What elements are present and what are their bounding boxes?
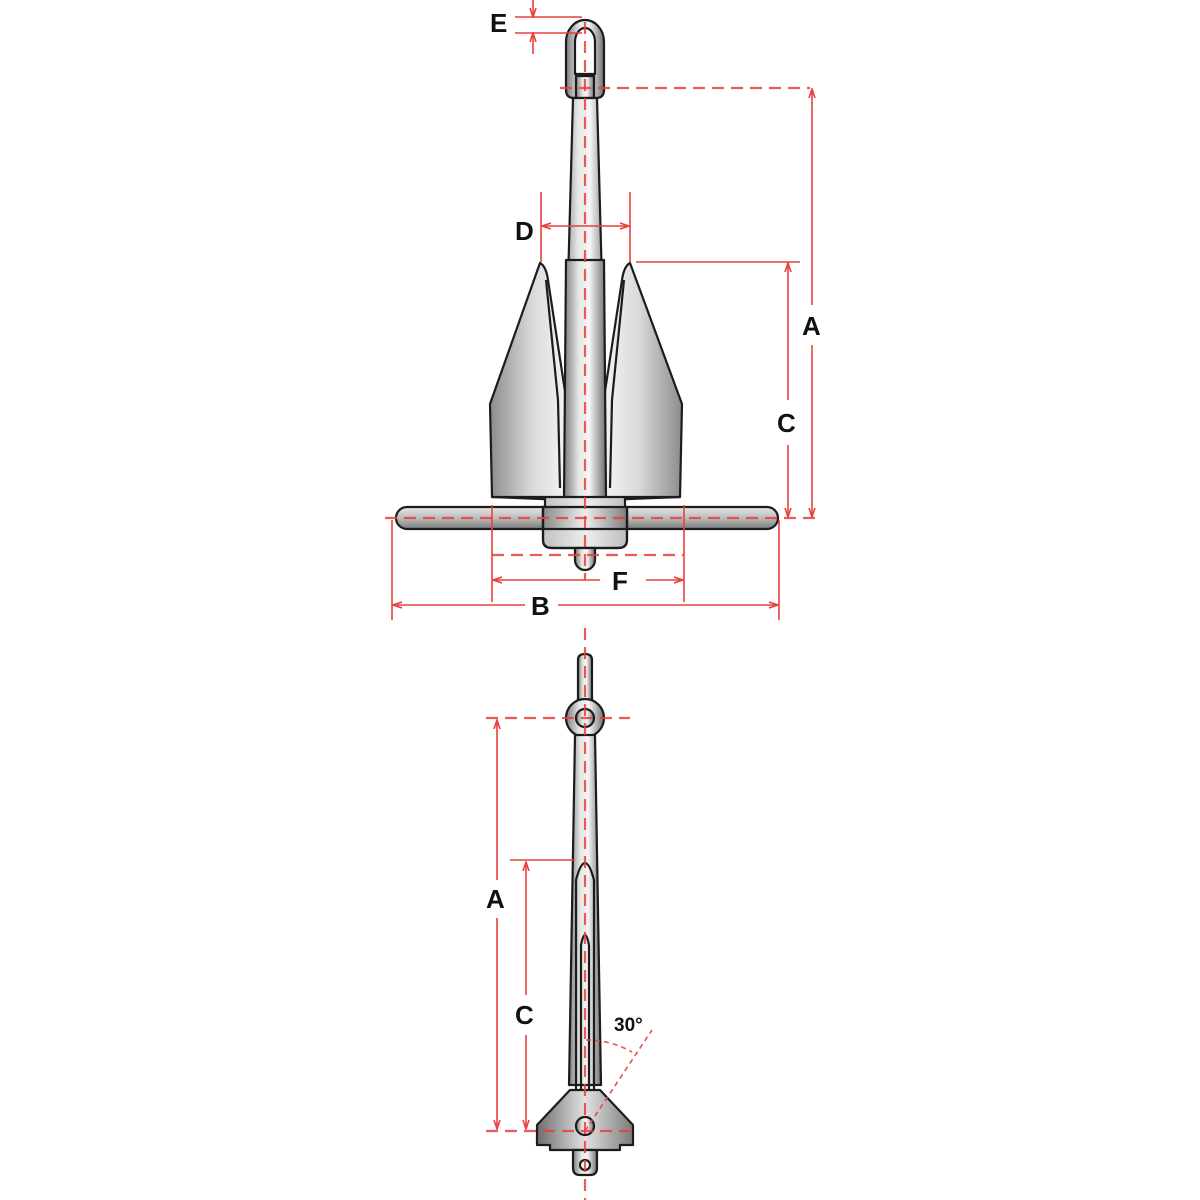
label-e: E: [490, 8, 507, 38]
label-a-side: A: [486, 884, 505, 914]
label-f: F: [612, 566, 628, 596]
label-d: D: [515, 216, 534, 246]
label-angle: 30°: [614, 1015, 643, 1036]
front-view: E D C A F B: [385, 0, 821, 621]
label-a-front: A: [802, 311, 821, 341]
label-c-side: C: [515, 1000, 534, 1030]
left-fluke: [488, 261, 568, 502]
label-b: B: [531, 591, 550, 621]
side-view: A C 30°: [486, 628, 653, 1200]
right-fluke: [602, 261, 684, 502]
label-c-front: C: [777, 408, 796, 438]
